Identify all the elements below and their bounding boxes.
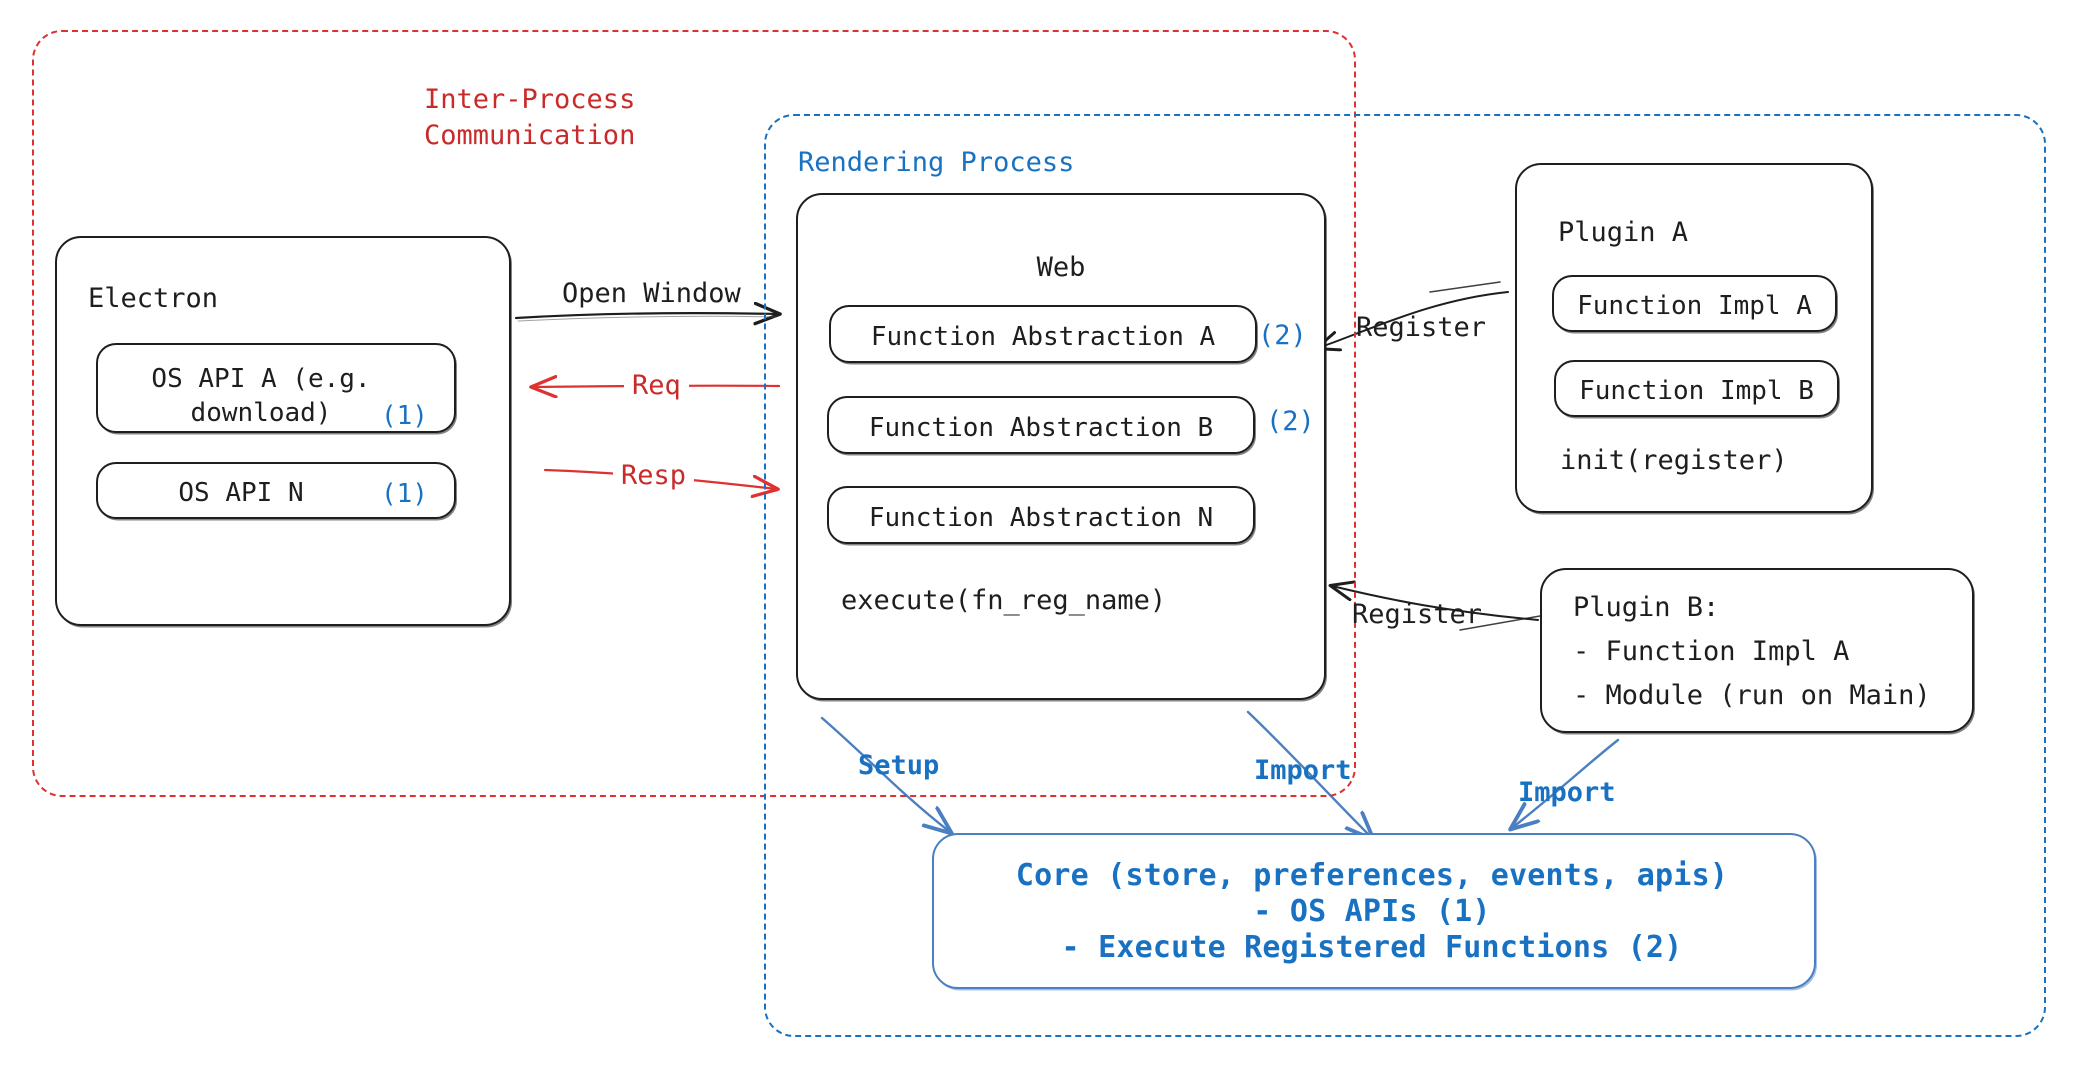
web-title: Web bbox=[1036, 252, 1086, 283]
arrow-label-setup: Setup bbox=[858, 750, 940, 781]
plugin-b-line-1: - Function Impl A bbox=[1573, 636, 1850, 667]
function-abstraction-a-note: (2) bbox=[1258, 320, 1307, 351]
plugin-b-line-0: Plugin B: bbox=[1573, 592, 1720, 623]
function-impl-b-box[interactable] bbox=[1554, 360, 1839, 417]
function-abstraction-b-label: Function Abstraction B bbox=[868, 413, 1214, 443]
function-abstraction-b-note: (2) bbox=[1266, 406, 1315, 437]
region-label-rendering-process: Rendering Process bbox=[798, 147, 1075, 178]
function-abstraction-a-box[interactable] bbox=[829, 305, 1257, 363]
function-abstraction-b-box[interactable] bbox=[827, 396, 1255, 454]
os-api-n-note: (1) bbox=[381, 479, 428, 509]
function-abstraction-n-box[interactable] bbox=[827, 486, 1255, 544]
os-api-a-note: (1) bbox=[381, 401, 428, 431]
arrow-label-register-plugin-a: Register bbox=[1356, 312, 1487, 343]
arrow-label-import-plugin-b: Import bbox=[1518, 777, 1616, 808]
plugin-a-box bbox=[1515, 163, 1873, 513]
plugin-a-footer-init: init(register) bbox=[1560, 445, 1788, 476]
plugin-b-box bbox=[1540, 568, 1974, 733]
arrow-label-resp: Resp bbox=[613, 458, 695, 494]
arrow-label-import-web: Import bbox=[1254, 755, 1352, 786]
function-abstraction-a-label: Function Abstraction A bbox=[870, 322, 1216, 352]
core-box bbox=[932, 833, 1816, 989]
region-rendering-process bbox=[764, 114, 2046, 1037]
electron-title: Electron bbox=[88, 283, 219, 314]
os-api-n-box[interactable] bbox=[96, 462, 456, 519]
core-line-2: - Execute Registered Functions (2) bbox=[1061, 930, 1683, 965]
plugin-b-line-2: - Module (run on Main) bbox=[1573, 680, 1931, 711]
arrow-label-register-plugin-b: Register bbox=[1352, 599, 1483, 630]
function-impl-a-label: Function Impl A bbox=[1577, 291, 1812, 321]
os-api-a-box[interactable] bbox=[96, 343, 456, 433]
region-inter-process-communication bbox=[32, 30, 1356, 797]
function-abstraction-n-label: Function Abstraction N bbox=[868, 503, 1214, 533]
core-line-0: Core (store, preferences, events, apis) bbox=[1015, 858, 1729, 893]
os-api-n-label: OS API N bbox=[178, 478, 304, 508]
os-api-a-label: OS API A (e.g. download) bbox=[151, 364, 371, 428]
region-label-ipc: Inter-Process Communication bbox=[424, 84, 636, 151]
arrow-label-open-window: Open Window bbox=[562, 278, 741, 309]
function-impl-a-box[interactable] bbox=[1552, 275, 1837, 332]
web-footer-execute: execute(fn_reg_name) bbox=[841, 585, 1167, 616]
core-line-1: - OS APIs (1) bbox=[1253, 894, 1491, 929]
arrow-label-req: Req bbox=[624, 368, 689, 404]
plugin-a-title: Plugin A bbox=[1558, 217, 1689, 248]
function-impl-b-label: Function Impl B bbox=[1579, 376, 1814, 406]
